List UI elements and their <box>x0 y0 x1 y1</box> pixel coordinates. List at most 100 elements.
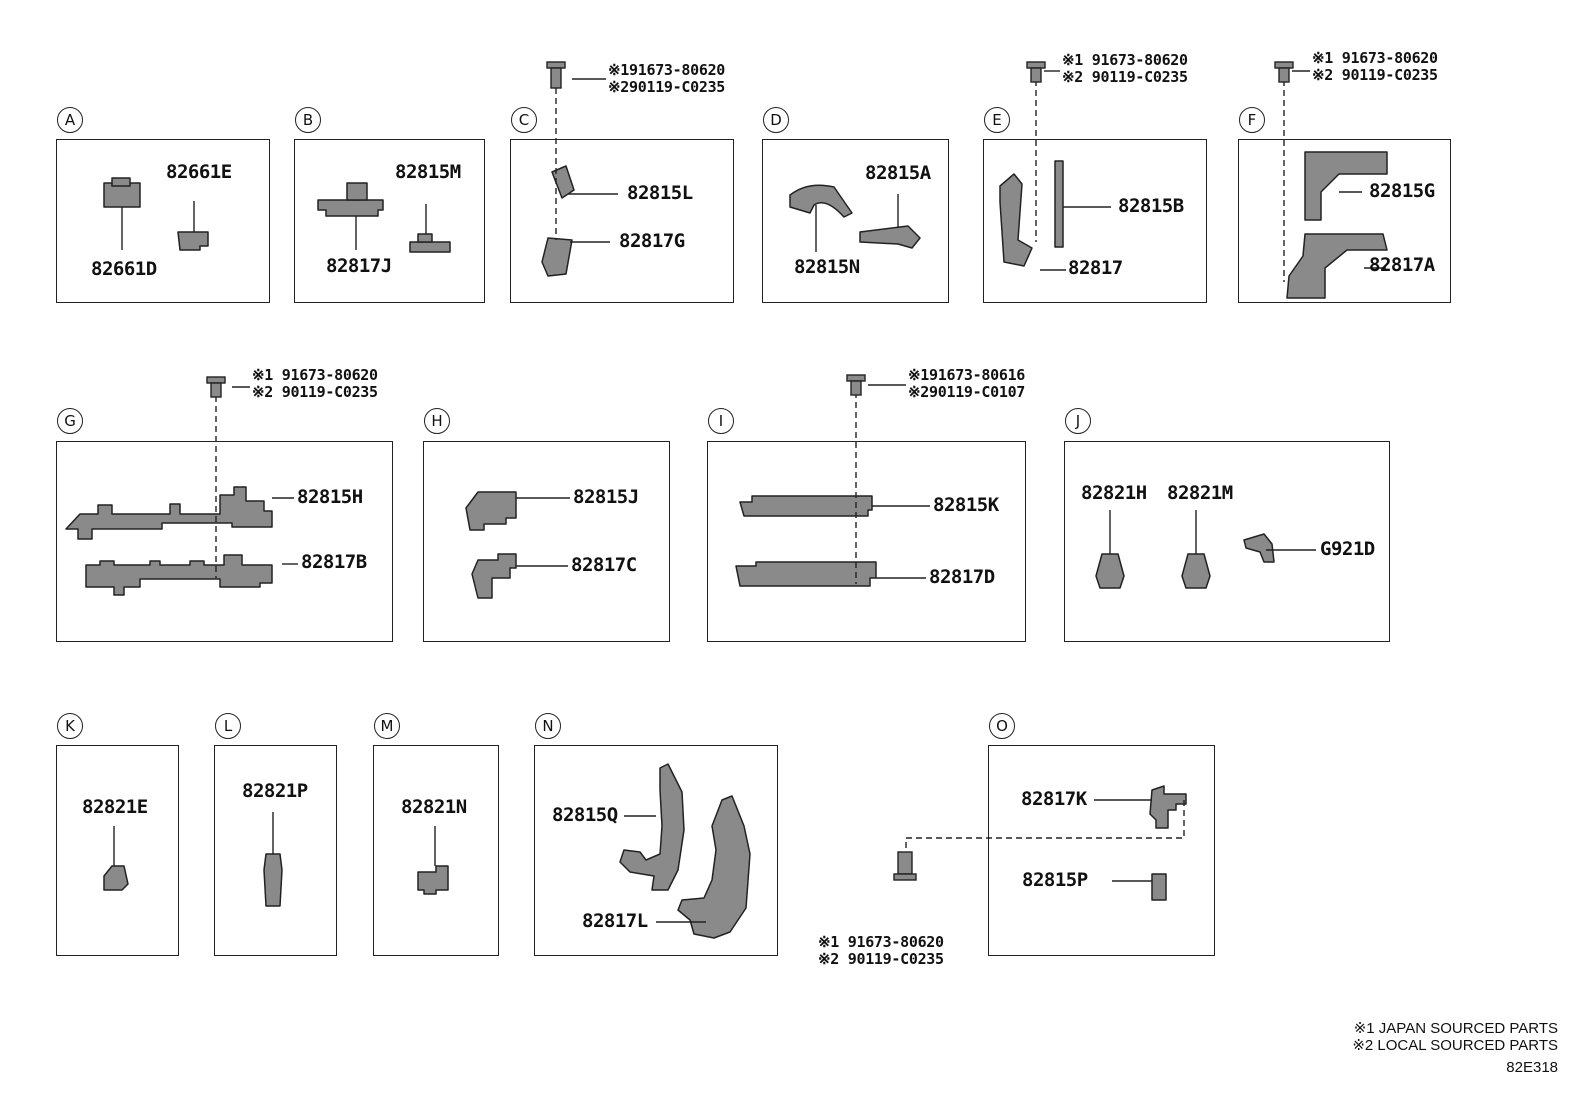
part-number-82817c[interactable]: 82817C <box>571 554 637 576</box>
bolt-note-o: ※1 91673-80620 ※2 90119-C0235 <box>818 933 944 969</box>
bolt-o-icon <box>893 851 917 881</box>
bolt-note-g: ※1 91673-80620 ※2 90119-C0235 <box>252 366 378 402</box>
part-82815n-shape <box>789 184 853 218</box>
part-number-82821h[interactable]: 82821H <box>1081 482 1147 504</box>
panel-a <box>56 139 270 303</box>
section-label-g: G <box>57 408 83 434</box>
bolt-note-c: ※191673-80620 ※290119-C0235 <box>608 61 726 97</box>
diagram-code: 82E318 <box>1506 1058 1558 1076</box>
part-number-82815m[interactable]: 82815M <box>395 161 461 183</box>
part-82661e-shape <box>177 231 209 251</box>
part-number-82815q[interactable]: 82815Q <box>552 804 618 826</box>
part-number-82815h[interactable]: 82815H <box>297 486 363 508</box>
panel-j <box>1064 441 1390 642</box>
bolt-i-icon <box>846 374 866 396</box>
bolt-note-e-line1[interactable]: ※1 91673-80620 <box>1062 51 1188 69</box>
part-number-82815p[interactable]: 82815P <box>1022 869 1088 891</box>
part-number-82815k[interactable]: 82815K <box>933 494 999 516</box>
part-g921d-shape <box>1243 533 1275 563</box>
section-label-a: A <box>57 107 83 133</box>
bolt-note-e-line2[interactable]: ※2 90119-C0235 <box>1062 68 1188 87</box>
part-82815p-shape <box>1151 873 1167 901</box>
legend-local: ※2 LOCAL SOURCED PARTS <box>1352 1037 1558 1055</box>
part-number-82817g[interactable]: 82817G <box>619 230 685 252</box>
bolt-note-c-line2[interactable]: ※290119-C0235 <box>608 78 726 97</box>
part-82817j-shape <box>317 182 384 217</box>
part-82815k-shape <box>739 495 873 517</box>
part-82817b-shape <box>85 554 273 596</box>
panel-d <box>762 139 949 303</box>
part-number-82815l[interactable]: 82815L <box>627 182 693 204</box>
section-label-i: I <box>708 408 734 434</box>
part-number-82821m[interactable]: 82821M <box>1167 482 1233 504</box>
bolt-note-i-line2[interactable]: ※290119-C0107 <box>908 383 1026 402</box>
part-number-82661d[interactable]: 82661D <box>91 258 157 280</box>
legend: ※1 JAPAN SOURCED PARTS ※2 LOCAL SOURCED … <box>1352 1020 1558 1076</box>
section-label-m: M <box>374 713 400 739</box>
part-number-82815b[interactable]: 82815B <box>1118 195 1184 217</box>
part-number-82815n[interactable]: 82815N <box>794 256 860 278</box>
section-label-b: B <box>295 107 321 133</box>
panel-i <box>707 441 1026 642</box>
bolt-note-c-line1[interactable]: ※191673-80620 <box>608 61 726 79</box>
panel-b <box>294 139 485 303</box>
bolt-e-icon <box>1026 61 1046 83</box>
part-number-82817a[interactable]: 82817A <box>1369 254 1435 276</box>
part-number-82821n[interactable]: 82821N <box>401 796 467 818</box>
part-number-82817[interactable]: 82817 <box>1068 257 1123 279</box>
part-number-82817k[interactable]: 82817K <box>1021 788 1087 810</box>
bolt-g-icon <box>206 376 226 398</box>
part-number-82821p[interactable]: 82821P <box>242 780 308 802</box>
part-82815b-shape <box>1054 160 1064 248</box>
part-82815g-shape <box>1304 151 1388 221</box>
section-label-o: O <box>989 713 1015 739</box>
part-82821h-shape <box>1095 553 1125 589</box>
part-82821p-shape <box>263 853 283 907</box>
bolt-c-icon <box>546 61 566 89</box>
part-82817d-shape <box>735 561 877 587</box>
panel-m <box>373 745 499 956</box>
part-number-82815g[interactable]: 82815G <box>1369 180 1435 202</box>
bolt-note-i-line1[interactable]: ※191673-80616 <box>908 366 1026 384</box>
bolt-note-f-line2[interactable]: ※2 90119-C0235 <box>1312 66 1438 85</box>
section-label-h: H <box>424 408 450 434</box>
panel-e <box>983 139 1207 303</box>
part-82815q-shape <box>619 763 685 891</box>
part-number-82817l[interactable]: 82817L <box>582 910 648 932</box>
part-number-82817b[interactable]: 82817B <box>301 551 367 573</box>
part-82661d-shape <box>103 177 141 208</box>
part-number-82817j[interactable]: 82817J <box>326 255 392 277</box>
part-number-82817d[interactable]: 82817D <box>929 566 995 588</box>
part-82815j-shape <box>465 491 517 531</box>
section-label-j: J <box>1065 408 1091 434</box>
part-number-g921d[interactable]: G921D <box>1320 538 1375 560</box>
panel-k <box>56 745 179 956</box>
bolt-note-o-line1[interactable]: ※1 91673-80620 <box>818 933 944 951</box>
part-number-82815j[interactable]: 82815J <box>573 486 639 508</box>
bolt-note-g-line2[interactable]: ※2 90119-C0235 <box>252 383 378 402</box>
section-label-n: N <box>535 713 561 739</box>
panel-l <box>214 745 337 956</box>
part-82815l-shape <box>551 165 575 199</box>
part-82815a-shape <box>859 225 921 249</box>
section-label-k: K <box>57 713 83 739</box>
bolt-note-g-line1[interactable]: ※1 91673-80620 <box>252 366 378 384</box>
bolt-note-e: ※1 91673-80620 ※2 90119-C0235 <box>1062 51 1188 87</box>
bolt-note-o-line2[interactable]: ※2 90119-C0235 <box>818 950 944 969</box>
part-number-82821e[interactable]: 82821E <box>82 796 148 818</box>
part-82817g-shape <box>541 237 573 277</box>
part-82821m-shape <box>1181 553 1211 589</box>
panel-c <box>510 139 734 303</box>
section-label-f: F <box>1239 107 1265 133</box>
bolt-note-f-line1[interactable]: ※1 91673-80620 <box>1312 49 1438 67</box>
legend-japan: ※1 JAPAN SOURCED PARTS <box>1353 1020 1558 1037</box>
part-number-82661e[interactable]: 82661E <box>166 161 232 183</box>
section-label-d: D <box>763 107 789 133</box>
part-82815m-shape <box>409 233 451 253</box>
bolt-note-f: ※1 91673-80620 ※2 90119-C0235 <box>1312 49 1438 85</box>
part-number-82815a[interactable]: 82815A <box>865 162 931 184</box>
part-82817a-shape <box>1286 233 1388 299</box>
part-82815h-shape <box>65 486 273 540</box>
part-82821n-shape <box>417 865 449 895</box>
